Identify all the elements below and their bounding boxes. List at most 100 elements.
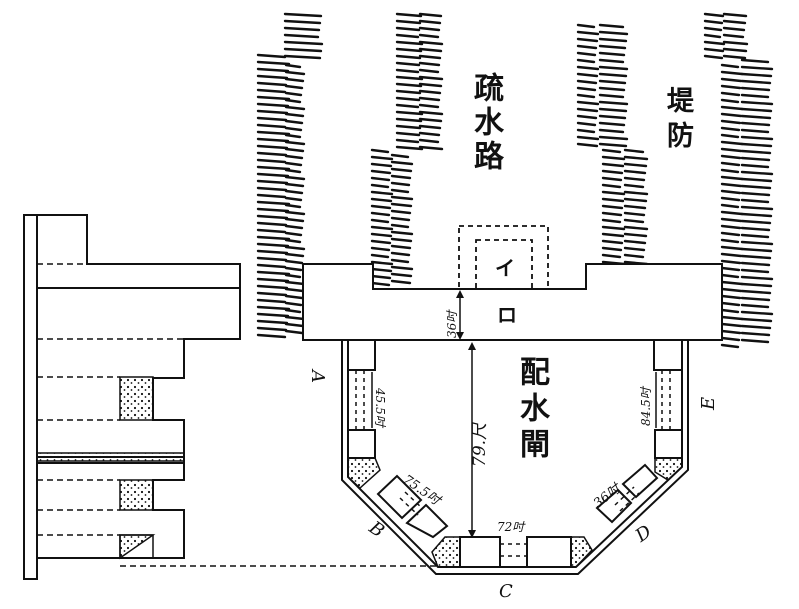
opening-ro-label: ロ xyxy=(497,303,517,327)
hachure-stroke xyxy=(418,54,442,60)
hachure-stroke xyxy=(284,175,306,181)
hachure-stroke xyxy=(256,298,287,304)
hachure-stroke xyxy=(598,135,629,141)
hachure-stroke xyxy=(720,98,740,104)
hachure-stroke xyxy=(284,294,304,300)
hachure-stroke xyxy=(720,280,744,286)
hachure-stroke xyxy=(390,237,413,243)
hachure-stroke xyxy=(284,308,302,314)
hachure-stroke xyxy=(598,121,626,127)
hachure-stroke xyxy=(284,189,304,195)
hachure-stroke xyxy=(720,203,740,209)
hachure-stroke xyxy=(576,142,599,148)
hachure-stroke xyxy=(722,47,748,53)
hachure-stroke xyxy=(256,242,290,248)
hachure-stroke xyxy=(740,156,771,162)
hachure-stroke xyxy=(720,189,742,195)
hachure-stroke xyxy=(284,287,305,293)
hachure-stroke xyxy=(720,126,741,132)
hachure-stroke xyxy=(720,77,743,83)
hachure-stroke xyxy=(598,128,625,134)
hachure-stroke xyxy=(370,162,393,168)
hachure-stroke xyxy=(395,103,420,109)
hachure-stroke xyxy=(601,246,623,252)
hachure-stroke xyxy=(256,137,290,143)
hachure-stroke xyxy=(256,221,288,227)
hachure-stroke xyxy=(720,196,741,202)
hachure-stroke xyxy=(598,37,628,43)
hachure-stroke xyxy=(283,33,320,39)
hachure-stroke xyxy=(720,259,742,265)
hachure-stroke xyxy=(623,253,645,259)
hachure-stroke xyxy=(390,272,413,278)
hachure-stroke xyxy=(576,128,596,134)
hachure-stroke xyxy=(418,68,440,74)
hachure-stroke xyxy=(576,65,600,71)
hachure-stroke xyxy=(740,205,774,211)
hachure-stroke xyxy=(623,225,649,231)
hachure-stroke xyxy=(623,246,646,252)
hachure-stroke xyxy=(740,310,774,316)
hachure-stroke xyxy=(576,72,599,78)
hachure-stroke xyxy=(722,12,748,18)
dim-depth: 79.尺 xyxy=(470,421,490,467)
hachure-stroke xyxy=(284,245,306,251)
hachure-stroke xyxy=(418,75,444,81)
hachure-stroke xyxy=(598,23,625,29)
hachure-stroke xyxy=(703,47,725,53)
hachure-stroke xyxy=(598,65,629,71)
hachure-stroke xyxy=(370,169,392,175)
hachure-stroke xyxy=(370,274,392,280)
hachure-stroke xyxy=(256,270,291,276)
dim-bottom-c: 72吋 xyxy=(497,520,526,534)
hachure-stroke xyxy=(740,163,770,169)
hachure-stroke xyxy=(601,176,623,182)
hachure-stroke xyxy=(256,291,288,297)
hachure-stroke xyxy=(390,230,414,236)
hachure-stroke xyxy=(722,40,749,46)
hachure-stroke xyxy=(720,84,742,90)
hachure-stroke xyxy=(720,133,740,139)
hachure-stroke xyxy=(256,123,287,129)
hachure-stroke xyxy=(256,193,287,199)
hachure-stroke xyxy=(256,179,289,185)
hachure-stroke xyxy=(370,176,391,182)
hachure-stroke xyxy=(370,260,394,266)
hachure-stroke xyxy=(598,30,629,36)
hachure-stroke xyxy=(740,142,773,148)
hachure-stroke xyxy=(256,95,291,101)
hachure-stroke xyxy=(418,82,443,88)
hachure-stroke xyxy=(256,158,287,164)
hachure-stroke xyxy=(740,324,772,330)
hachure-stroke xyxy=(601,183,622,189)
hachure-stroke xyxy=(740,198,770,204)
hachure-stroke xyxy=(598,93,625,99)
hachure-stroke xyxy=(740,247,773,253)
gate-label: 配水閘 xyxy=(514,356,549,464)
hachure-stroke xyxy=(395,82,423,88)
hachure-stroke xyxy=(703,26,723,32)
hachure-stroke xyxy=(720,217,743,223)
hachure-stroke xyxy=(256,130,291,136)
dim-side-e: 84.5吋 xyxy=(639,385,653,426)
point-e-label: E xyxy=(698,397,719,411)
hachure-stroke xyxy=(395,19,422,25)
hachure-stroke xyxy=(395,40,424,46)
hachure-stroke xyxy=(256,228,287,234)
hachure-stroke xyxy=(601,162,625,168)
hachure-stroke xyxy=(598,107,628,113)
hachure-stroke xyxy=(370,253,390,259)
side-elevation-dashed xyxy=(37,263,438,567)
hachure-stroke xyxy=(740,282,773,288)
hachure-stroke xyxy=(601,204,624,210)
hachure-stroke xyxy=(370,232,393,238)
hachure-stroke xyxy=(720,238,740,244)
hachure-stroke xyxy=(722,33,745,39)
hachure-stroke xyxy=(256,186,288,192)
hachure-stroke xyxy=(284,91,303,97)
hachure-stroke xyxy=(720,329,742,335)
hachure-stroke xyxy=(395,110,424,116)
hachure-stroke xyxy=(720,343,740,349)
hachure-stroke xyxy=(601,232,625,238)
hachure-stroke xyxy=(283,19,322,25)
